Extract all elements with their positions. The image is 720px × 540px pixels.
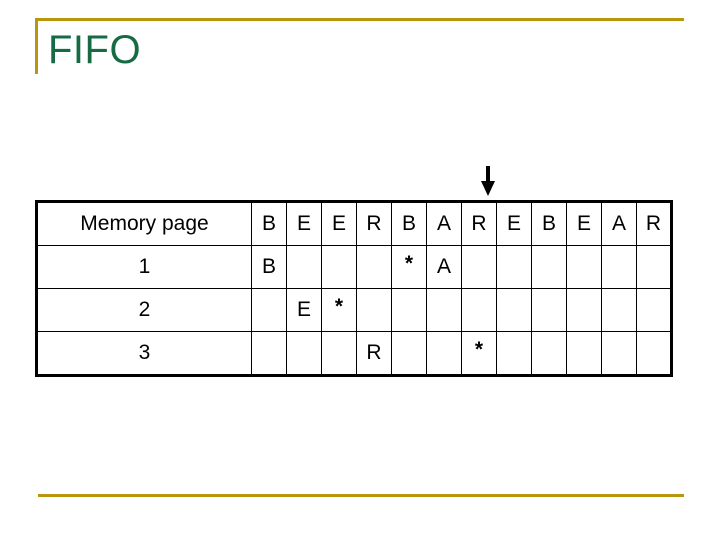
frame-label-2: 2 [36, 288, 252, 332]
frame-3-slot-8 [531, 331, 567, 376]
table-row: 1 B * A [36, 241, 672, 289]
frame-3-slot-11 [636, 331, 672, 376]
reference-cell-8: B [531, 201, 567, 246]
frame-3-slot-10 [601, 331, 637, 376]
table-row: 2 E * [36, 284, 672, 332]
reference-cell-4: B [391, 201, 427, 246]
reference-cell-9: E [566, 201, 602, 246]
frame-3-slot-4 [391, 331, 427, 376]
slide-accent-line-bottom [38, 494, 684, 497]
frame-1-slot-4: * [391, 241, 427, 285]
frame-1-slot-9 [566, 245, 602, 289]
frame-2-slot-8 [531, 288, 567, 332]
slide-accent-line-left [35, 18, 38, 74]
frame-3-slot-7 [496, 331, 532, 376]
frame-1-slot-8 [531, 245, 567, 289]
reference-cell-3: R [356, 201, 392, 246]
frame-2-slot-11 [636, 288, 672, 332]
frame-1-slot-6 [461, 245, 497, 289]
frame-2-slot-7 [496, 288, 532, 332]
frame-1-slot-5: A [426, 245, 462, 289]
frame-3-slot-0 [251, 331, 287, 376]
frame-1-slot-7 [496, 245, 532, 289]
reference-cell-0: B [251, 201, 287, 246]
reference-cell-5: A [426, 201, 462, 246]
memory-page-header: Memory page [36, 201, 252, 246]
frame-3-slot-6: * [461, 327, 497, 372]
frame-2-slot-1: E [286, 288, 322, 332]
page-title: FIFO [48, 28, 142, 72]
frame-2-slot-5 [426, 288, 462, 332]
frame-label-1: 1 [36, 245, 252, 289]
frame-2-slot-4 [391, 288, 427, 332]
frame-label-3: 3 [36, 331, 252, 376]
frame-3-slot-1 [286, 331, 322, 376]
slide-accent-line-top [35, 18, 684, 21]
reference-cell-11: R [636, 201, 672, 246]
frame-3-slot-9 [566, 331, 602, 376]
reference-cell-1: E [286, 201, 322, 246]
frame-3-slot-2 [321, 331, 357, 376]
frame-1-slot-10 [601, 245, 637, 289]
frame-2-slot-3 [356, 288, 392, 332]
frame-1-slot-1 [286, 245, 322, 289]
reference-cell-10: A [601, 201, 637, 246]
frame-2-slot-10 [601, 288, 637, 332]
frame-3-slot-5 [426, 331, 462, 376]
reference-cell-7: E [496, 201, 532, 246]
frame-2-slot-9 [566, 288, 602, 332]
frame-3-slot-3: R [356, 331, 392, 376]
reference-cell-2: E [321, 201, 357, 246]
frame-1-slot-3 [356, 245, 392, 289]
table-row: 3 R * [36, 327, 672, 376]
frame-1-slot-2 [321, 245, 357, 289]
frame-2-slot-6 [461, 288, 497, 332]
frame-1-slot-11 [636, 245, 672, 289]
frame-2-slot-2: * [321, 284, 357, 328]
frame-2-slot-0 [251, 288, 287, 332]
frame-1-slot-0: B [251, 245, 287, 289]
fifo-simulation-table: Memory page B E E R B A R E B E A R 1 B … [35, 200, 673, 377]
reference-cell-6: R [461, 201, 497, 246]
table-header-row: Memory page B E E R B A R E B E A R [36, 201, 672, 246]
